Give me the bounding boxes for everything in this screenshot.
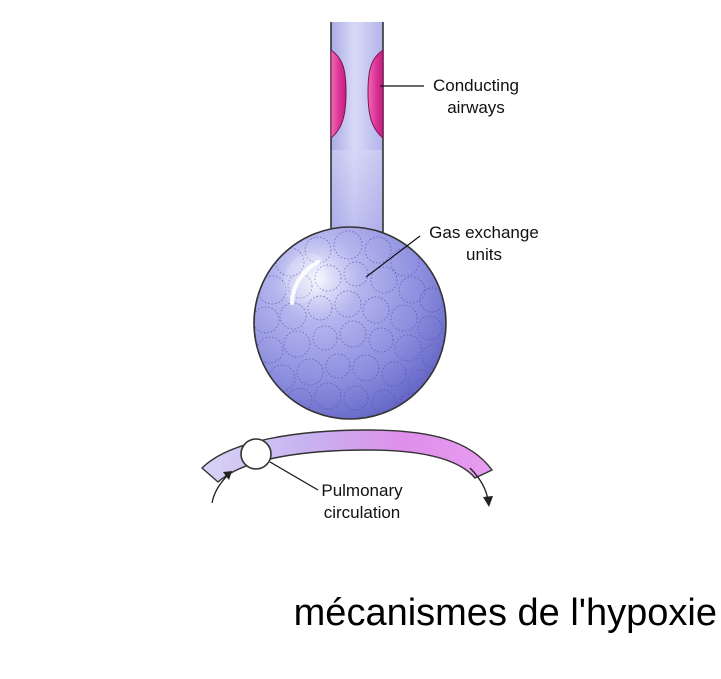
- leader-gas-exchange: [365, 235, 421, 278]
- airway-wall-right: [367, 49, 384, 140]
- airway-wall-left: [330, 49, 347, 140]
- flow-arrow-right: [469, 467, 493, 507]
- leader-pulmonary: [269, 461, 319, 491]
- caption-title: mécanismes de l'hypoxie: [293, 592, 717, 634]
- label-conducting-line1: Conducting: [432, 76, 519, 95]
- label-gas-line2: units: [466, 245, 502, 264]
- flow-arrow-left: [211, 471, 232, 504]
- label-pulmonary-line2: circulation: [323, 503, 401, 522]
- blood-cell: [240, 438, 272, 470]
- leader-lines: [269, 85, 424, 491]
- label-gas-exchange-units: Gas exchange units: [414, 222, 554, 266]
- sphere-highlight: [290, 260, 320, 305]
- label-conducting-airways: Conducting airways: [412, 75, 540, 119]
- label-gas-line1: Gas exchange: [429, 223, 539, 242]
- gas-exchange-sphere: [253, 226, 447, 420]
- label-pulmonary-line1: Pulmonary: [321, 481, 403, 500]
- label-conducting-line2: airways: [447, 98, 505, 117]
- pulmonary-vessel: [200, 429, 494, 507]
- label-pulmonary-circulation: Pulmonary circulation: [302, 480, 422, 524]
- conducting-airway-tube: [330, 22, 384, 254]
